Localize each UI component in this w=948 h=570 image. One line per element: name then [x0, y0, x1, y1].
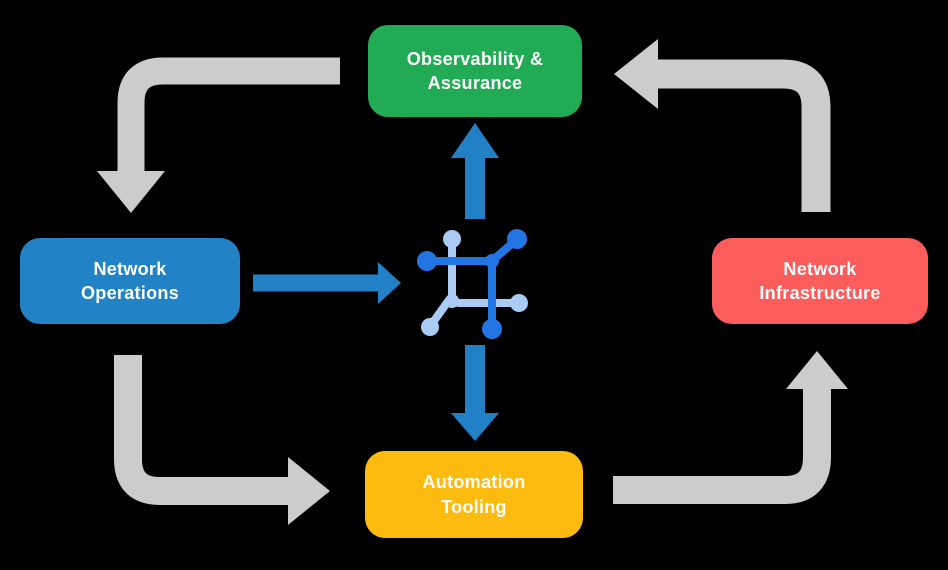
node-automation-tooling-label: Automation Tooling [422, 472, 526, 517]
network-mesh-icon-dark-nodes [417, 229, 527, 339]
node-observability-assurance-label: Observability & Assurance [406, 48, 544, 93]
node-observability-assurance: Observability & Assurance [368, 25, 582, 117]
flow-arrow-infrastructure-to-assurance [614, 39, 831, 212]
data-arrow-platform-to-tooling [451, 345, 499, 441]
data-arrow-operations-to-platform [253, 262, 401, 304]
flow-arrow-tooling-to-infrastructure [613, 351, 848, 504]
flow-arrow-operations-to-tooling [114, 355, 330, 525]
node-network-infrastructure: Network Infrastructure [712, 238, 928, 324]
network-mesh-icon-light-nodes [421, 230, 528, 336]
data-arrow-platform-to-assurance [451, 123, 499, 219]
network-mesh-icon [417, 229, 528, 339]
node-network-operations: Network Operations [20, 238, 240, 324]
node-network-infrastructure-label: Network Infrastructure [759, 258, 881, 303]
node-network-operations-label: Network Operations [80, 258, 180, 303]
node-automation-tooling: Automation Tooling [365, 451, 583, 538]
flow-arrow-assurance-to-operations [97, 57, 340, 213]
